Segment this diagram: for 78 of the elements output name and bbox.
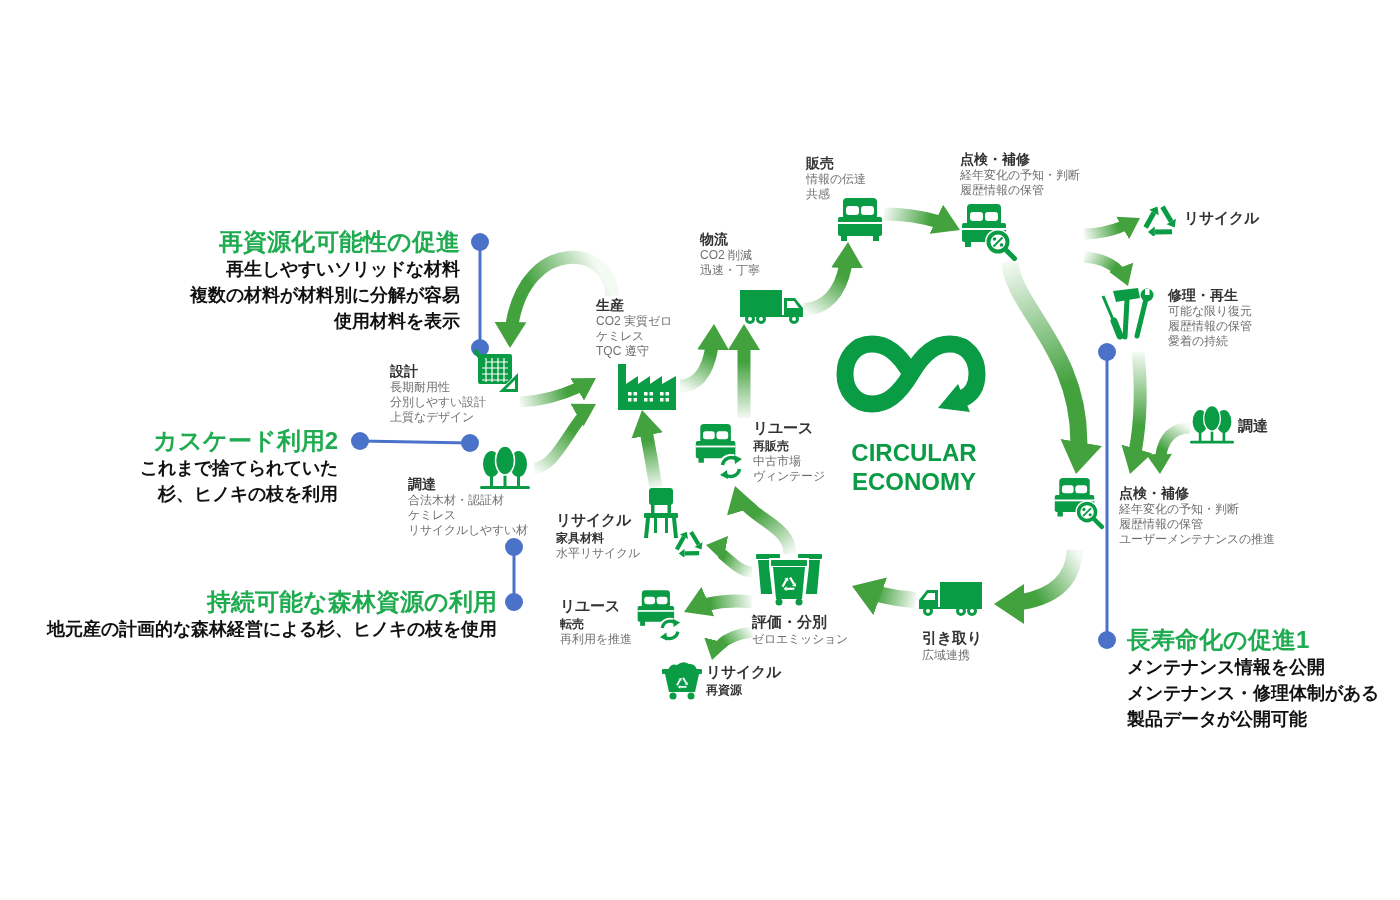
flow-arrow <box>681 587 753 618</box>
step-note: リサイクルしやすい材 <box>408 523 528 538</box>
step-note: ケミレス <box>596 329 644 344</box>
step-note: 共感 <box>806 187 830 202</box>
step-title: 点検・補修 <box>960 150 1030 168</box>
step-note: 履歴情報の保管 <box>1168 319 1252 334</box>
flow-arrow <box>631 408 663 489</box>
step-note: 迅速・丁寧 <box>700 263 760 278</box>
step-title: 評価・分別 <box>752 612 827 632</box>
step-title: リサイクル <box>1184 208 1259 228</box>
callout-title: 持続可能な森林資源の利用 <box>207 588 497 616</box>
step-title: リサイクル <box>556 510 631 530</box>
flow-arrow <box>1146 422 1191 475</box>
step-note: ヴィンテージ <box>753 469 825 484</box>
callout-text: メンテナンス情報を公開 <box>1127 656 1325 679</box>
flow-arrow <box>705 626 753 662</box>
step-note: 情報の伝達 <box>806 172 866 187</box>
callout-text: 複数の材料が材料別に分解が容易 <box>190 284 460 307</box>
step-note: 水平リサイクル <box>556 546 640 561</box>
step-title: 修理・再生 <box>1168 286 1238 304</box>
step-title: 点検・補修 <box>1119 484 1189 502</box>
callout-text: 製品データが公開可能 <box>1127 708 1307 731</box>
callout-title: 再資源化可能性の促進 <box>219 228 460 256</box>
flow-arrow <box>704 538 753 578</box>
callout-text: 地元産の計画的な森林経営による杉、ヒノキの枝を使用 <box>47 618 497 641</box>
center-title: CIRCULAR ECONOMY <box>850 438 978 496</box>
flow-arrow <box>496 251 619 349</box>
leader-line <box>505 538 523 611</box>
callout-text: 使用材料を表示 <box>334 310 460 333</box>
step-note: 履歴情報の保管 <box>1119 517 1203 532</box>
step-subtitle: 家具材料 <box>556 530 604 546</box>
step-note: ユーザーメンテナンスの推進 <box>1119 532 1275 547</box>
step-note: 長期耐用性 <box>390 380 450 395</box>
leader-line <box>471 233 489 357</box>
callout-text: これまで捨てられていた杉、ヒノキの枝を利用 <box>139 457 338 506</box>
step-note: 上質なデザイン <box>390 410 474 425</box>
step-subtitle: 再資源 <box>706 682 742 698</box>
step-title: 調達 <box>408 475 436 493</box>
step-note: 可能な限り復元 <box>1168 304 1252 319</box>
leader-line <box>1098 343 1116 649</box>
callout-title: カスケード利用2 <box>152 427 338 455</box>
step-note: 再利用を推進 <box>560 632 632 647</box>
step-title: 引き取り <box>922 628 982 648</box>
flow-arrow <box>728 483 797 555</box>
step-title: 調達 <box>1238 416 1268 436</box>
step-note: CO2 削減 <box>700 248 752 263</box>
step-note: TQC 遵守 <box>596 344 649 359</box>
step-title: リユース <box>560 596 620 616</box>
flow-arrow <box>883 204 963 236</box>
callout-title: 長寿命化の促進1 <box>1127 626 1310 654</box>
step-note: 中古市場 <box>753 454 801 469</box>
step-title: 生産 <box>596 296 624 314</box>
step-note: CO2 実質ゼロ <box>596 314 672 329</box>
callout-text: メンテナンス・修理体制がある <box>1127 682 1379 705</box>
step-note: 経年変化の予知・判断 <box>1119 502 1239 517</box>
step-note: 合法木材・認証材 <box>408 493 504 508</box>
flow-arrow <box>1001 260 1101 475</box>
step-note: 愛着の持続 <box>1168 334 1228 349</box>
flow-arrow <box>1121 351 1152 476</box>
callout-text: 再生しやすいソリッドな材料 <box>226 258 460 281</box>
step-note: 分別しやすい設計 <box>390 395 486 410</box>
step-subtitle: 転売 <box>560 616 584 632</box>
step-note: ゼロエミッション <box>752 632 848 647</box>
step-note: 広域連携 <box>922 648 970 663</box>
flow-arrow <box>849 577 917 615</box>
leader-line <box>351 432 479 452</box>
step-note: 経年変化の予知・判断 <box>960 168 1080 183</box>
step-title: リサイクル <box>706 662 781 682</box>
flow-arrow <box>1083 251 1134 289</box>
step-note: 履歴情報の保管 <box>960 183 1044 198</box>
step-title: 物流 <box>700 230 728 248</box>
step-title: リユース <box>753 418 813 438</box>
step-subtitle: 再販売 <box>753 438 789 454</box>
step-note: ケミレス <box>408 508 456 523</box>
step-title: 設計 <box>390 362 418 380</box>
flow-arrow <box>679 323 729 393</box>
flow-arrow <box>728 324 760 418</box>
step-title: 販売 <box>806 154 834 172</box>
